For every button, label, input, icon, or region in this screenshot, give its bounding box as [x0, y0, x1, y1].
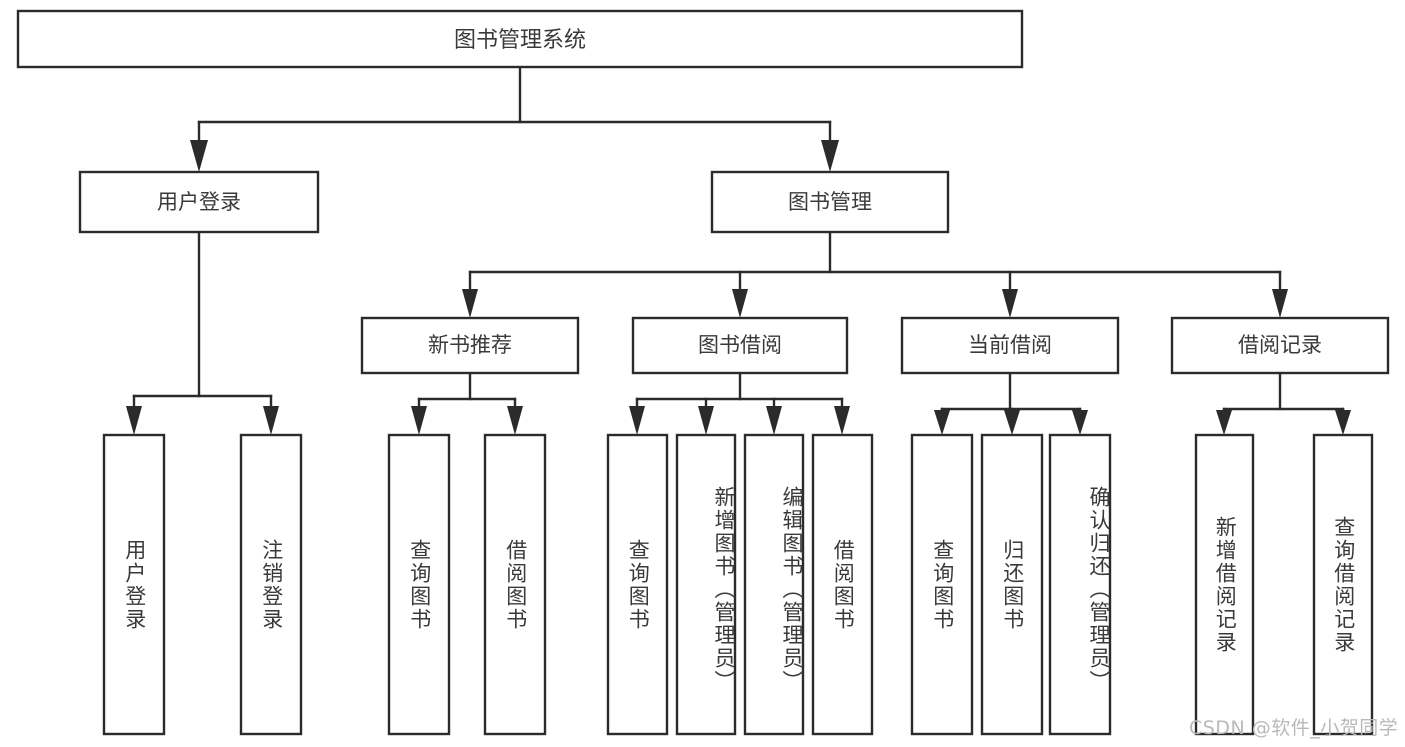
arrow-head-new-book-recommend: [462, 289, 478, 318]
node-new-book-recommend-box[interactable]: [360, 316, 580, 375]
arrow-head-book-manage: [821, 140, 839, 172]
arrow-head-leaf-query-borrow-record: [1335, 410, 1351, 435]
node-borrow-record-label: 借阅记录: [1238, 333, 1322, 357]
arrow-head-leaf-add-book-admin: [698, 406, 714, 435]
arrow-head-leaf-query-book-borrow: [629, 406, 645, 435]
node-leaf-add-borrow-record-box[interactable]: [1194, 433, 1255, 736]
node-leaf-logout-box[interactable]: [239, 433, 303, 736]
node-leaf-add-book-admin-box[interactable]: [675, 433, 737, 736]
node-borrow-record[interactable]: 借阅记录: [1170, 316, 1390, 375]
node-root-label: 图书管理系统: [454, 28, 586, 53]
node-borrow-record-box[interactable]: [1170, 316, 1390, 375]
node-root-box[interactable]: [16, 9, 1024, 69]
node-book-borrow-box[interactable]: [631, 316, 849, 375]
arrow-head-leaf-confirm-return-admin: [1072, 410, 1088, 435]
node-book-manage-box[interactable]: [710, 170, 950, 234]
node-leaf-return-book-box[interactable]: [980, 433, 1044, 736]
arrow-head-borrow-record: [1272, 289, 1288, 318]
node-user-login-box[interactable]: [78, 170, 320, 234]
node-book-borrow-label: 图书借阅: [698, 333, 782, 357]
connector-group: [126, 65, 1351, 435]
node-book-manage[interactable]: 图书管理: [710, 170, 950, 234]
node-leaf-query-book-rec-box[interactable]: [387, 433, 451, 736]
arrow-head-leaf-borrow-book: [834, 406, 850, 435]
arrow-head-leaf-user-login: [126, 406, 142, 435]
node-new-book-recommend[interactable]: 新书推荐: [360, 316, 580, 375]
arrow-head-current-borrow: [1002, 289, 1018, 318]
node-leaf-query-book-borrow-box[interactable]: [606, 433, 669, 736]
arrow-head-leaf-logout: [263, 406, 279, 435]
node-book-borrow[interactable]: 图书借阅: [631, 316, 849, 375]
node-root[interactable]: 图书管理系统: [16, 9, 1024, 69]
arrow-head-leaf-edit-book-admin: [766, 406, 782, 435]
node-leaf-confirm-return-admin-box[interactable]: [1048, 433, 1112, 736]
arrow-head-leaf-add-borrow-record: [1216, 410, 1232, 435]
node-current-borrow-box[interactable]: [900, 316, 1120, 375]
arrow-head-user-login: [190, 140, 208, 172]
csdn-watermark: CSDN @软件_小贺同学: [1189, 717, 1399, 739]
node-user-login[interactable]: 用户登录: [78, 170, 320, 234]
node-current-borrow[interactable]: 当前借阅: [900, 316, 1120, 375]
arrow-head-leaf-query-book-rec: [411, 406, 427, 435]
node-new-book-recommend-label: 新书推荐: [428, 333, 512, 357]
node-leaf-edit-book-admin-box[interactable]: [743, 433, 805, 736]
node-current-borrow-label: 当前借阅: [968, 333, 1052, 357]
leaf-box-group: [102, 433, 1374, 736]
arrow-head-leaf-query-book-current: [934, 410, 950, 435]
arrow-head-book-borrow: [732, 289, 748, 318]
arrow-head-leaf-return-book: [1004, 410, 1020, 435]
node-leaf-borrow-book-rec-box[interactable]: [483, 433, 547, 736]
node-leaf-borrow-book-box[interactable]: [811, 433, 874, 736]
node-leaf-user-login-box[interactable]: [102, 433, 166, 736]
node-leaf-query-borrow-record-box[interactable]: [1312, 433, 1374, 736]
node-book-manage-label: 图书管理: [788, 190, 872, 214]
arrow-head-leaf-borrow-book-rec: [507, 406, 523, 435]
node-user-login-label: 用户登录: [157, 190, 241, 214]
node-leaf-query-book-current-box[interactable]: [910, 433, 974, 736]
